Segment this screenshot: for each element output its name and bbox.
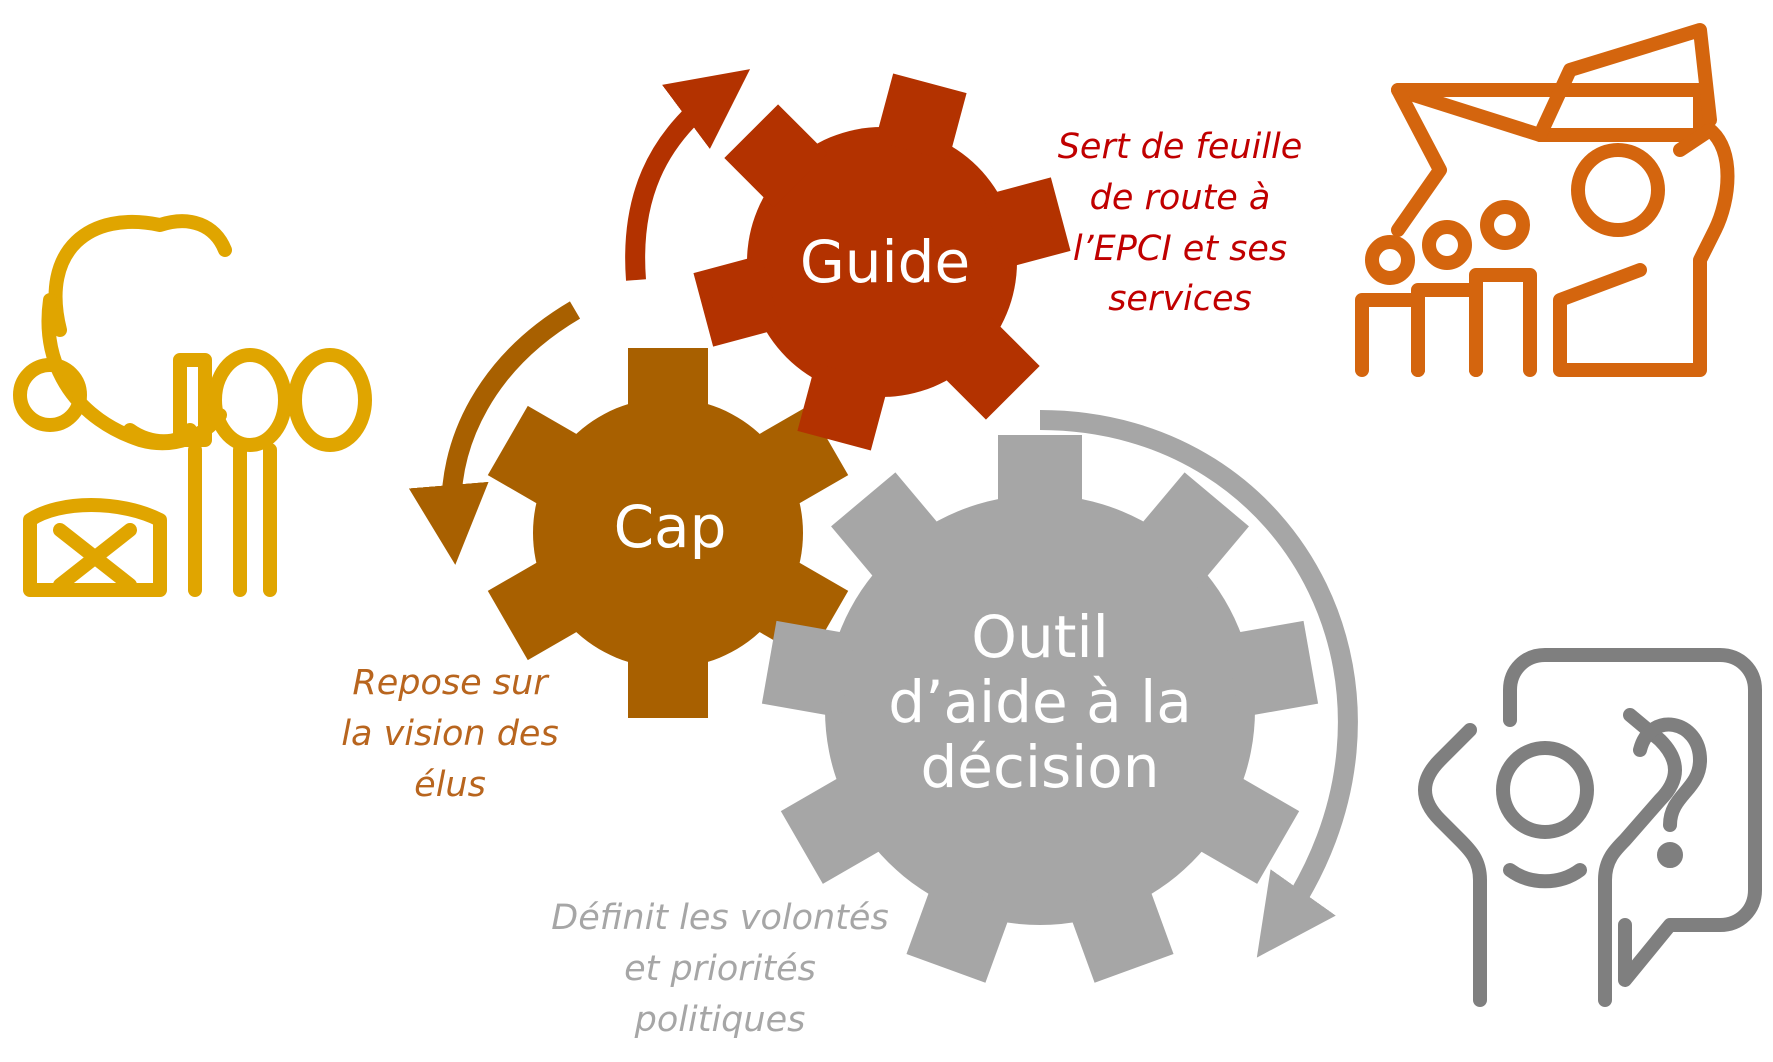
- cap-arrow: [408, 301, 581, 565]
- outil-description: Définit les volontés et priorités politi…: [551, 898, 889, 1040]
- cap-gear-label: Cap: [613, 493, 727, 561]
- outil-gear-label: Outil d’aide à la décision: [888, 603, 1192, 801]
- explorer-with-binoculars-icon: [13, 214, 372, 597]
- guide-gear-label: Guide: [799, 228, 971, 296]
- person-with-question-icon: [1418, 648, 1762, 1007]
- guide-gear: [693, 73, 1071, 451]
- outil-arrow: [1039, 410, 1358, 958]
- guide-description: Sert de feuille de route à l’EPCI et ses…: [1057, 127, 1303, 320]
- cap-description: Repose sur la vision des élus: [341, 663, 559, 805]
- outil-gear: [761, 435, 1319, 983]
- cap-gear: [487, 348, 849, 718]
- guide-arrow: [625, 69, 751, 281]
- leader-with-flag-and-group-icon: [1355, 23, 1735, 377]
